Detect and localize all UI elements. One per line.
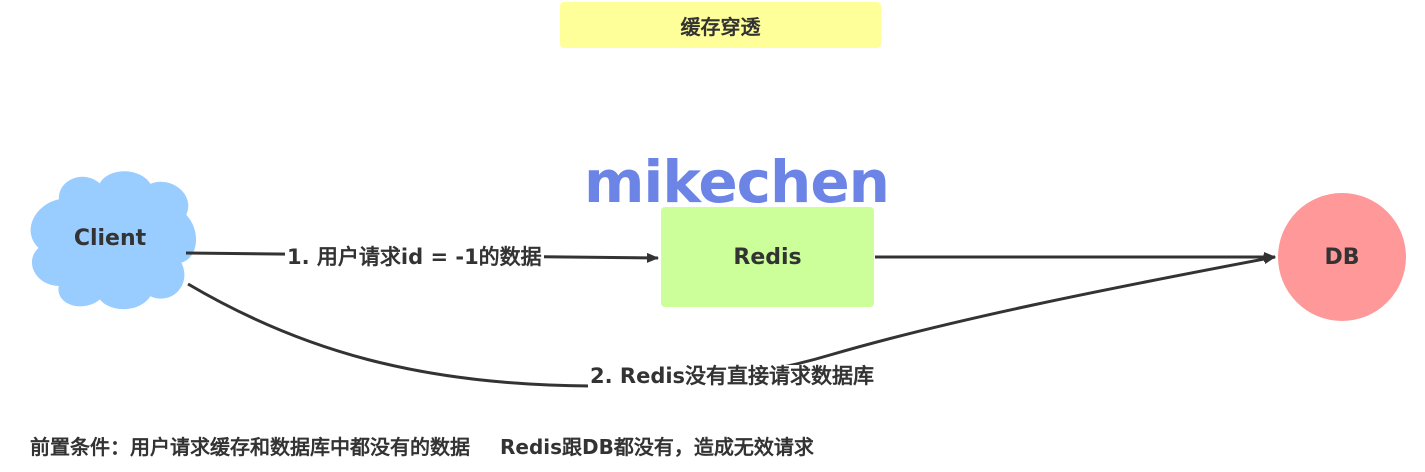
edge-client-to-redis-label: 1. 用户请求id = -1的数据 <box>285 245 544 269</box>
edge-client-to-db-label: 2. Redis没有直接请求数据库 <box>588 364 877 388</box>
redis-node-label: Redis <box>733 244 802 270</box>
db-node-label: DB <box>1324 244 1360 270</box>
footer-result: Redis跟DB都没有，造成无效请求 <box>500 435 814 459</box>
watermark-text: mikechen <box>584 148 890 216</box>
client-cloud-node[interactable] <box>30 171 197 310</box>
diagram-title: 缓存穿透 <box>560 2 881 48</box>
client-node-label: Client <box>73 226 147 251</box>
redis-node[interactable]: Redis <box>661 207 874 307</box>
db-node[interactable]: DB <box>1278 193 1406 321</box>
footer-precondition: 前置条件：用户请求缓存和数据库中都没有的数据 <box>30 435 470 459</box>
footer-note: 前置条件：用户请求缓存和数据库中都没有的数据 Redis跟DB都没有，造成无效请求 <box>30 431 814 460</box>
